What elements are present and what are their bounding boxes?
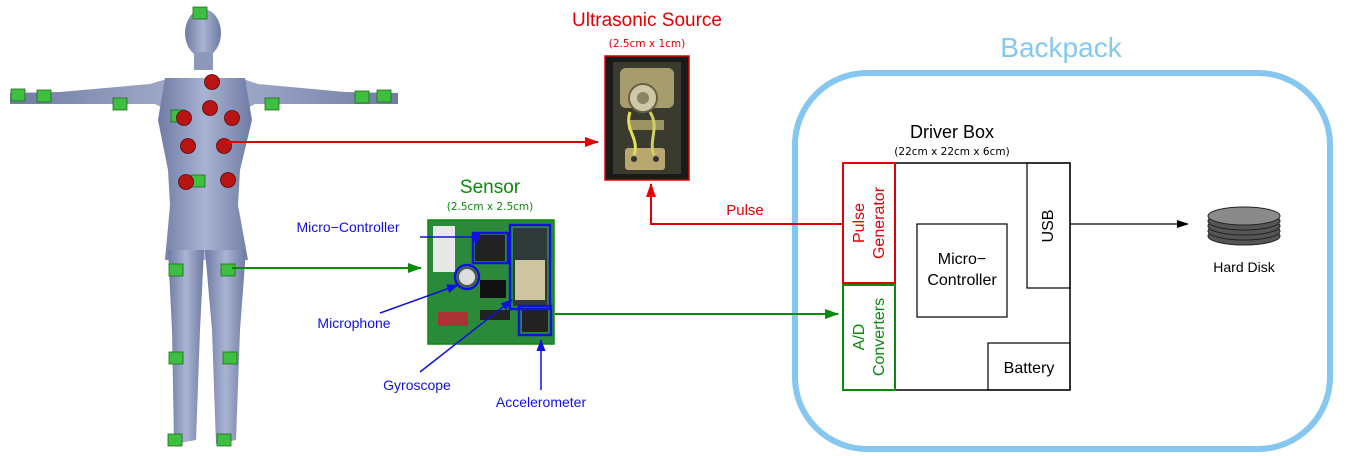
ultrasonic-source-size: (2.5cm x 1cm) [609,38,685,50]
ad-converters-block [842,284,896,391]
pulse-label: Pulse [726,202,764,219]
red-marker [202,100,218,116]
pulse-arrow [646,183,843,225]
backpack-outline [792,70,1333,452]
accelerometer-label: Accelerometer [496,394,587,410]
figure-left-leg [168,250,204,444]
figure-right-leg [205,250,246,444]
micro-controller-callout [420,234,481,246]
green-marker [216,433,232,447]
ultrasonic-source-title: Ultrasonic Source [572,10,722,31]
green-marker [168,351,184,365]
green-marker [264,97,280,111]
micro-controller-label: Micro−Controller [296,219,399,235]
green-marker [112,97,128,111]
microphone-callout [379,284,459,314]
red-marker [224,110,240,126]
svg-text:Converters: Converters [871,298,888,376]
red-marker [178,174,194,190]
usb-block [1026,162,1071,289]
battery-label: Battery [1004,360,1055,377]
green-marker [36,89,52,103]
green-marker [376,89,392,103]
green-marker [167,433,183,447]
driver-box [842,162,1071,391]
battery-block [987,342,1071,391]
figure-neck [194,52,213,70]
green-marker [220,263,236,277]
gyroscope-label: Gyroscope [383,377,451,393]
ultrasonic-source-device [604,55,690,181]
sensor-title: Sensor [460,177,521,198]
disk-platter [1207,206,1281,226]
micro-controller-block [916,223,1008,318]
microphone-label: Microphone [317,315,390,331]
svg-text:A/D: A/D [851,324,868,351]
backpack-title: Backpack [1000,32,1122,63]
green-marker [222,351,238,365]
hard-disk-label: Hard Disk [1213,259,1275,275]
green-marker [354,90,370,104]
red-marker [204,74,220,90]
driver-box-title: Driver Box [910,122,994,142]
svg-text:USB: USB [1040,210,1057,243]
ad-converters-label: A/D Converters [851,298,888,376]
micro-controller-line2: Controller [927,272,997,289]
pulse-generator-label: Pulse Generator [851,186,888,259]
svg-text:Generator: Generator [871,186,888,259]
sensor-board [427,219,555,345]
figure-head [185,9,221,57]
green-marker [10,88,26,102]
driver-box-size: (22cm x 22cm x 6cm) [894,146,1009,158]
green-marker [192,6,208,20]
hard-disk-icon [1207,206,1281,246]
svg-text:Pulse: Pulse [851,203,868,243]
red-marker [180,138,196,154]
sensor-size: (2.5cm x 2.5cm) [447,201,533,213]
red-marker [176,110,192,126]
usb-label: USB [1040,210,1057,243]
red-marker [216,138,232,154]
micro-controller-line1: Micro− [938,251,986,268]
gyroscope-callout [419,299,513,373]
red-marker [220,172,236,188]
green-marker [168,263,184,277]
